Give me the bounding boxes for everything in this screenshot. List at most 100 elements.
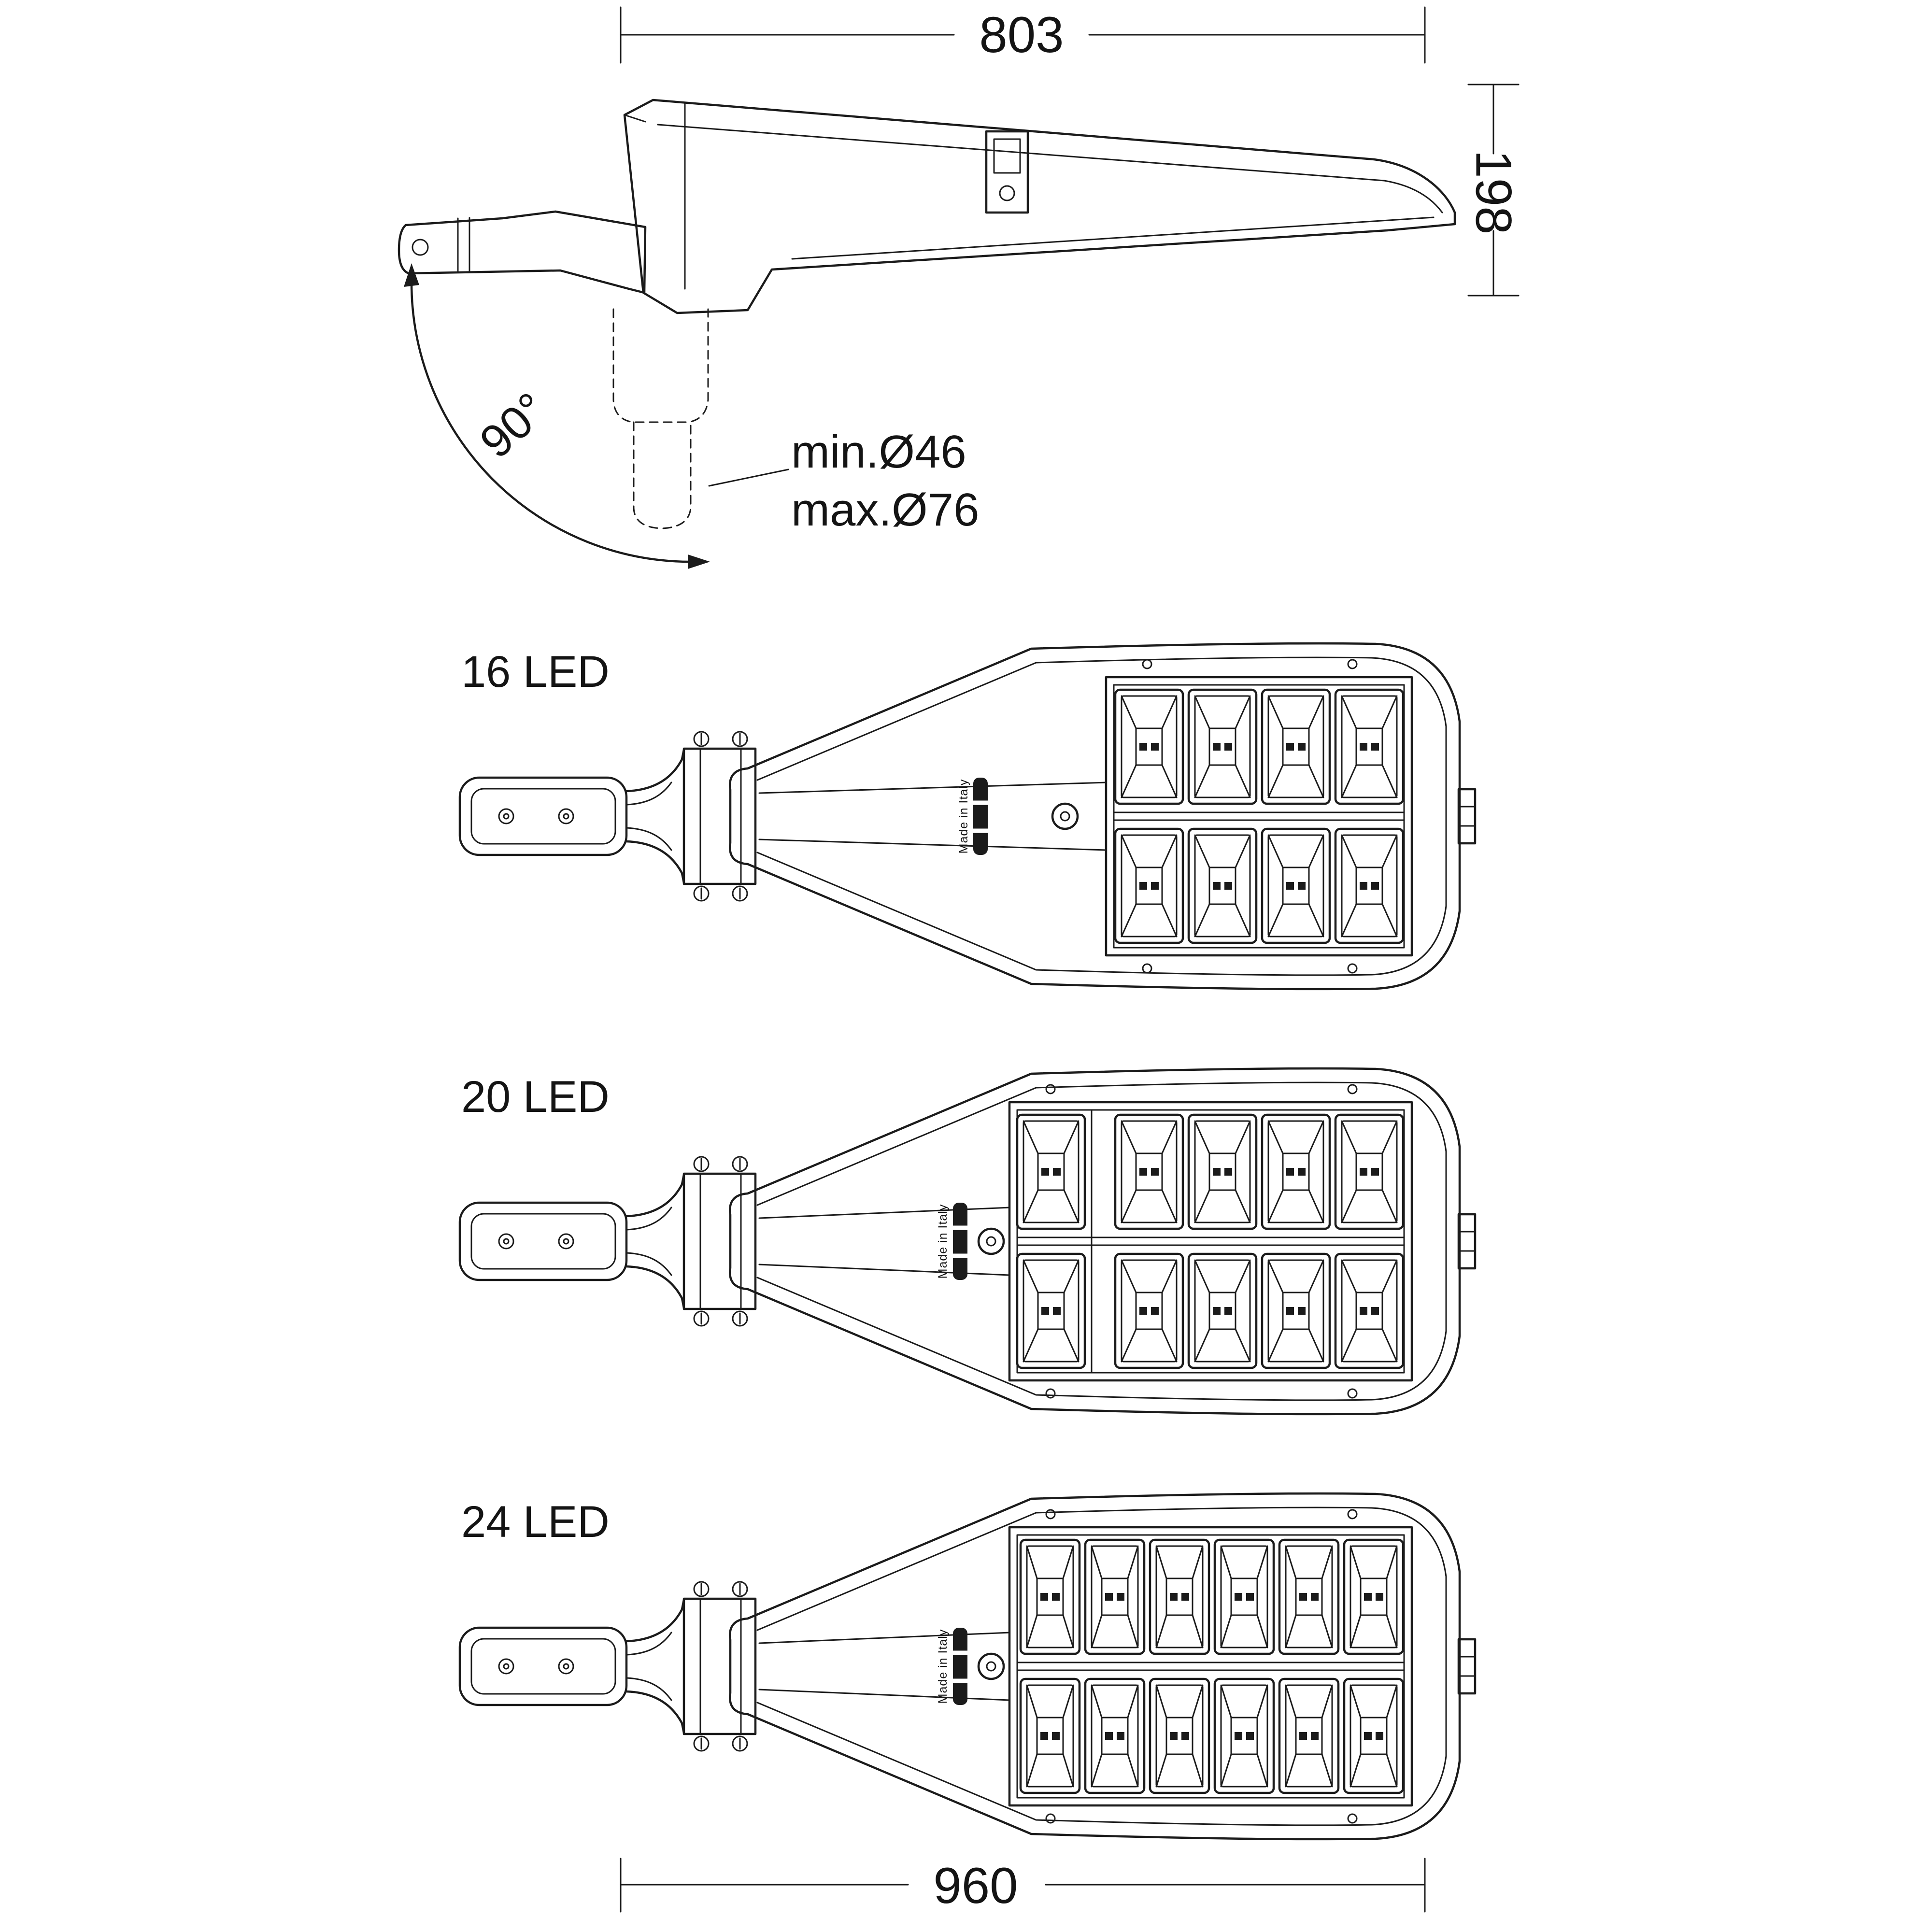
led-chip <box>1052 1593 1060 1601</box>
reflector-line <box>1308 1120 1324 1154</box>
reflector-line <box>1063 1189 1080 1223</box>
reflector-line <box>1341 1189 1357 1223</box>
reflector-line <box>1321 1753 1333 1788</box>
led-panel-frame-inner <box>1016 1109 1405 1374</box>
led-window <box>1282 867 1310 905</box>
led-chip <box>1286 1307 1294 1315</box>
clamp-bolt <box>693 1581 710 1597</box>
led-module-inner <box>1350 1684 1398 1788</box>
brand-logo-bar <box>953 1203 967 1280</box>
panel-screw <box>1045 1388 1056 1399</box>
led-window <box>1037 1292 1065 1330</box>
reflector-line <box>1026 1545 1038 1579</box>
reflector-line <box>1381 1189 1398 1223</box>
reflector-line <box>1256 1614 1268 1648</box>
reflector-line <box>1155 1614 1167 1648</box>
reflector-line <box>1235 1328 1251 1363</box>
led-chip <box>1311 1732 1319 1740</box>
reflector-line <box>1161 764 1178 798</box>
cover-screw-center <box>1060 811 1070 822</box>
reflector-line <box>1192 1545 1204 1579</box>
reflector-line <box>1127 1614 1139 1648</box>
cover-screw <box>977 1227 1005 1255</box>
mount-arm-outline <box>458 776 628 856</box>
panel-screw <box>1347 1084 1358 1094</box>
reflector-line <box>1194 903 1210 938</box>
led-chip <box>1298 882 1306 890</box>
end-clip <box>1457 1213 1477 1270</box>
led-module-inner <box>1121 695 1178 798</box>
led-module-outline <box>1114 1113 1184 1230</box>
led-chip <box>1364 1732 1372 1740</box>
led-chip <box>1246 1593 1254 1601</box>
led-window <box>1165 1717 1193 1755</box>
clamp-bolt <box>732 885 748 902</box>
led-chip <box>1181 1593 1189 1601</box>
reflector-line <box>1235 834 1251 868</box>
reflector-line <box>1161 903 1178 938</box>
gear-tray-line <box>758 1689 1010 1701</box>
latch-outline <box>985 130 1029 214</box>
pole-diameter-min-label: min.Ø46 <box>791 426 966 478</box>
latch-screw <box>999 185 1015 201</box>
clamp-bolt <box>732 1735 748 1752</box>
led-chip <box>1105 1593 1113 1601</box>
arm-fork-inner <box>625 1207 672 1231</box>
arm-screw-center <box>503 1663 510 1670</box>
reflector-line <box>1161 1120 1178 1154</box>
reflector-line <box>1194 834 1210 868</box>
clamp-bracket <box>682 1597 757 1735</box>
led-module-inner <box>1023 1120 1080 1223</box>
led-chip <box>1151 743 1159 751</box>
reflector-line <box>1220 1545 1232 1579</box>
reflector-line <box>1121 1189 1137 1223</box>
led-module-inner <box>1341 1120 1398 1223</box>
clamp-bolt <box>693 1156 710 1172</box>
housing-inner-outline <box>756 1081 1447 1401</box>
reflector-line <box>1350 1753 1362 1788</box>
led-window <box>1165 1577 1193 1616</box>
led-module-inner <box>1023 1259 1080 1363</box>
cover-screw <box>977 1652 1005 1680</box>
housing-outline <box>729 1492 1461 1841</box>
led-window <box>1360 1577 1388 1616</box>
reflector-line <box>1194 1189 1210 1223</box>
reflector-line <box>1155 1753 1167 1788</box>
led-chip <box>1151 882 1159 890</box>
led-module-outline <box>1187 1113 1258 1230</box>
led-module-inner <box>1350 1545 1398 1648</box>
variant-label: 20 LED <box>461 1072 610 1122</box>
led-chip <box>1299 1593 1307 1601</box>
reflector-line <box>1235 1259 1251 1293</box>
led-module-inner <box>1341 1259 1398 1363</box>
clamp-bolt <box>732 1581 748 1597</box>
reflector-line <box>1127 1684 1139 1719</box>
led-chip <box>1105 1732 1113 1740</box>
body-seam-nose <box>1383 180 1443 213</box>
led-window <box>1295 1577 1323 1616</box>
reflector-line <box>1194 695 1210 729</box>
made-in-label: Made in Italy <box>936 1204 950 1279</box>
housing-inner-outline <box>756 1506 1447 1826</box>
reflector-line <box>1341 1120 1357 1154</box>
housing-outline <box>729 642 1461 991</box>
arm-screw-center <box>563 1663 569 1670</box>
led-chip <box>1235 1732 1242 1740</box>
led-chip <box>1286 743 1294 751</box>
led-module-inner <box>1267 834 1324 938</box>
led-module-outline <box>1149 1677 1210 1794</box>
led-window <box>1295 1717 1323 1755</box>
led-window <box>1135 1152 1163 1191</box>
led-module-outline <box>1187 827 1258 944</box>
cover-screw <box>1051 802 1079 830</box>
panel-screw <box>1347 1813 1358 1824</box>
led-module-inner <box>1341 834 1398 938</box>
led-panel-frame <box>1008 1101 1413 1382</box>
reflector-line <box>1121 903 1137 938</box>
led-chip <box>1213 1168 1221 1176</box>
led-module-outline <box>1213 1538 1275 1655</box>
reflector-line <box>1341 903 1357 938</box>
led-window <box>1036 1577 1064 1616</box>
reflector-line <box>1023 1259 1039 1293</box>
led-module-outline <box>1019 1538 1081 1655</box>
